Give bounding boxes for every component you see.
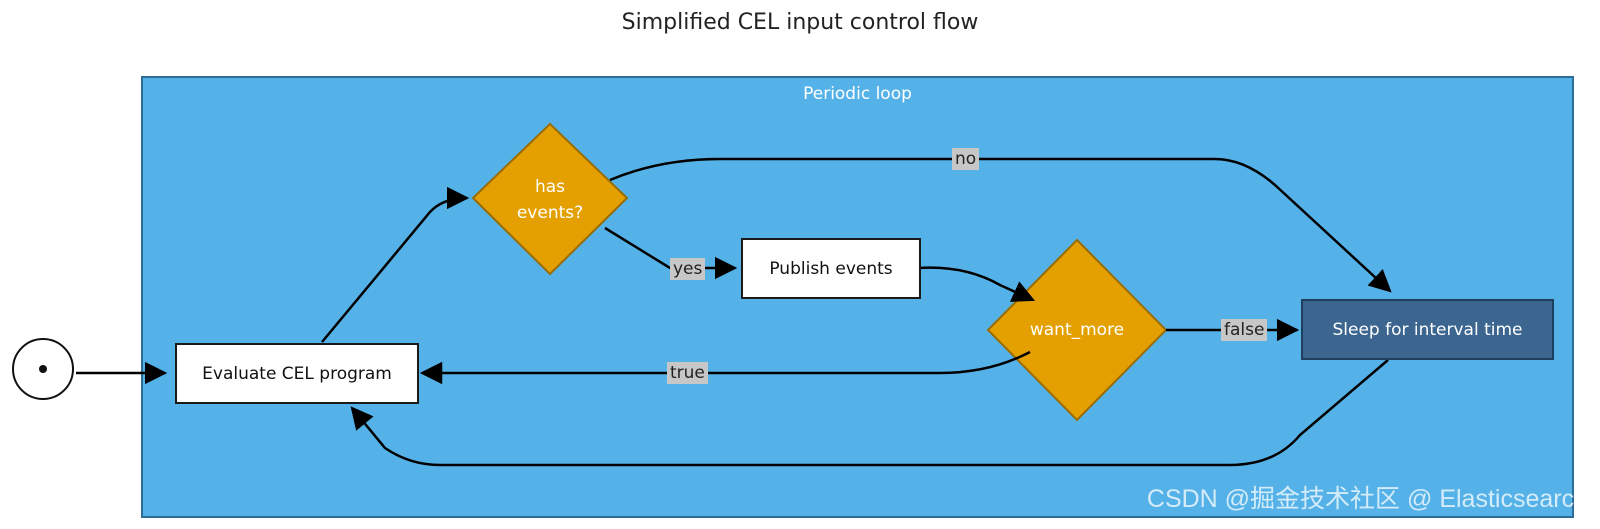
edge-has-events-no-to-sleep (609, 157, 1392, 293)
diagram-title: Simplified CEL input control flow (621, 10, 979, 35)
edge-want-more-true-to-evaluate (419, 350, 1031, 385)
edge-publish-to-want-more (917, 266, 1036, 302)
watermark: CSDN @掘金技术社区 @ Elasticsearch (1146, 485, 1588, 513)
has-events-decision (471, 122, 629, 276)
edge-evaluate-to-has-events (321, 186, 470, 343)
periodic-loop-label: Periodic loop (803, 84, 912, 104)
publish-events-node: Publish events (741, 238, 921, 299)
start-dot (39, 365, 47, 373)
edge-label-yes: yes (670, 258, 706, 280)
edge-sleep-to-evaluate (350, 359, 1389, 467)
publish-events-label: Publish events (769, 258, 893, 279)
want-more-label: want_more (1029, 320, 1125, 340)
evaluate-cel-program-label: Evaluate CEL program (202, 363, 392, 384)
has-events-label-line2: events? (516, 203, 584, 223)
evaluate-cel-program-node: Evaluate CEL program (175, 343, 419, 404)
has-events-label-line1: has (534, 177, 566, 197)
sleep-for-interval-label: Sleep for interval time (1332, 319, 1523, 340)
edge-label-false: false (1221, 319, 1268, 341)
sleep-for-interval-node: Sleep for interval time (1301, 299, 1554, 360)
edge-label-true: true (667, 362, 708, 384)
edge-label-no: no (952, 148, 980, 170)
start-node (12, 338, 74, 400)
has-events-label: has events? (480, 174, 620, 226)
